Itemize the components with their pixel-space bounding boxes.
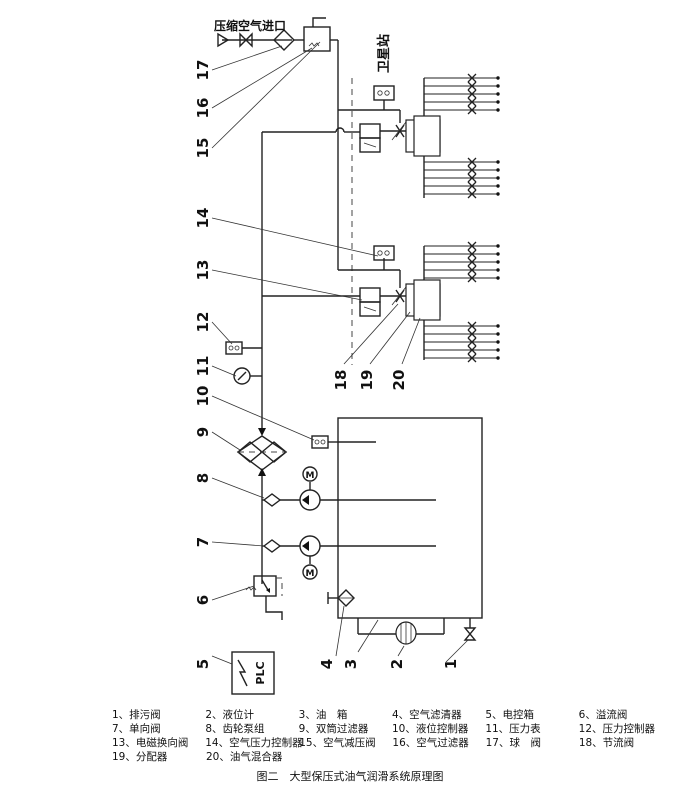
legend-item: 3、油 箱 [298, 709, 348, 721]
upper-station [262, 73, 501, 199]
svg-text:M: M [306, 569, 315, 579]
legend-item: 13、电磁换向阀 [112, 737, 189, 749]
solenoid-valve-upper [359, 123, 381, 153]
legend-item: 6、溢流阀 [578, 709, 628, 721]
callout-18: 18 [332, 370, 350, 391]
component-legend: 1、排污阀 2、液位计 3、油 箱 4、空气滤清器 5、电控箱 6、溢流阀 7、单向阀 8、齿… [112, 708, 672, 764]
solenoid-valve-lower [359, 287, 381, 317]
legend-item: 4、空气滤清器 [391, 709, 462, 721]
legend-item: 10、液位控制器 [391, 723, 469, 735]
air-pressure-controller-upper [373, 85, 395, 101]
callout-4: 4 [318, 659, 336, 669]
legend-item: 17、球 阀 [485, 737, 541, 749]
distributor-lower [405, 279, 441, 321]
legend-item: 15、空气减压阀 [299, 737, 376, 749]
legend-item: 9、双筒过滤器 [298, 723, 369, 735]
legend-item: 19、分配器 [112, 751, 168, 763]
plc-label: PLC [254, 661, 267, 684]
legend-row: 19、分配器 20、油气混合器 [112, 750, 672, 764]
callout-11: 11 [194, 356, 212, 377]
pressure-controller-12 [225, 341, 243, 355]
callout-14: 14 [194, 208, 212, 229]
legend-item: 5、电控箱 [485, 709, 534, 721]
air-cleaner-4 [327, 589, 355, 607]
main-oil-line [225, 132, 288, 584]
callout-10: 10 [194, 386, 212, 407]
air-filter-16 [273, 29, 295, 51]
ball-valve-17 [239, 32, 253, 48]
level-controller-10 [311, 435, 329, 449]
callout-numbers: 17 16 15 14 13 12 11 10 9 8 7 6 5 4 3 2 … [194, 60, 460, 670]
plc-control-box-5: PLC [231, 651, 275, 695]
drain-valve-1 [463, 618, 477, 641]
satellite-station-boundary: 卫星站 [351, 34, 392, 365]
legend-row: 7、单向阀 8、齿轮泵组 9、双筒过滤器 10、液位控制器 11、压力表 12、压力控制器 [112, 722, 672, 736]
air-pressure-reducer-15 [303, 17, 331, 52]
callout-1: 1 [442, 659, 460, 669]
callout-16: 16 [194, 98, 212, 119]
gear-pump-group-7: M [262, 535, 321, 580]
legend-item: 12、压力控制器 [578, 723, 656, 735]
callout-6: 6 [194, 595, 212, 605]
air-inlet-line: 压缩空气进口 [214, 17, 339, 270]
lower-station [262, 241, 501, 363]
air-inlet-label: 压缩空气进口 [214, 18, 286, 33]
legend-item: 8、齿轮泵组 [205, 723, 265, 735]
level-gauge-2 [395, 621, 417, 645]
air-pressure-controller-lower [373, 245, 395, 261]
callout-5: 5 [194, 659, 212, 669]
legend-item: 2、液位计 [205, 709, 255, 721]
callout-15: 15 [194, 138, 212, 159]
callout-20: 20 [390, 370, 408, 391]
legend-row: 1、排污阀 2、液位计 3、油 箱 4、空气滤清器 5、电控箱 6、溢流阀 [112, 708, 672, 722]
relief-valve-6 [245, 575, 283, 620]
callout-2: 2 [388, 659, 406, 669]
callout-17: 17 [194, 60, 212, 81]
legend-item: 20、油气混合器 [206, 751, 283, 763]
callout-13: 13 [194, 260, 212, 281]
oil-tank-3 [311, 417, 483, 645]
callout-12: 12 [194, 312, 212, 333]
leader-lines [211, 41, 469, 665]
callout-9: 9 [194, 427, 212, 437]
legend-item: 18、节流阀 [578, 737, 635, 749]
callout-7: 7 [194, 537, 212, 547]
callout-8: 8 [194, 473, 212, 483]
duplex-filter-9 [236, 428, 288, 476]
pressure-gauge-11 [233, 367, 251, 385]
svg-text:M: M [306, 471, 315, 481]
legend-item: 1、排污阀 [112, 709, 161, 721]
schematic-diagram: 压缩空气进口 卫星站 [194, 17, 501, 695]
throttle-valve-upper [391, 121, 407, 141]
callout-19: 19 [358, 370, 376, 391]
legend-item: 14、空气压力控制器 [205, 737, 303, 749]
legend-item: 7、单向阀 [112, 723, 161, 735]
callout-3: 3 [342, 659, 360, 669]
legend-item: 16、空气过滤器 [392, 737, 469, 749]
satellite-station-label: 卫星站 [376, 34, 392, 73]
figure-caption: 图二 大型保压式油气润滑系统原理图 [256, 770, 444, 783]
distributor-upper [405, 115, 441, 157]
legend-item: 11、压力表 [485, 723, 541, 735]
gear-pump-group-8: M [262, 466, 321, 511]
throttle-valve-lower [391, 286, 407, 306]
